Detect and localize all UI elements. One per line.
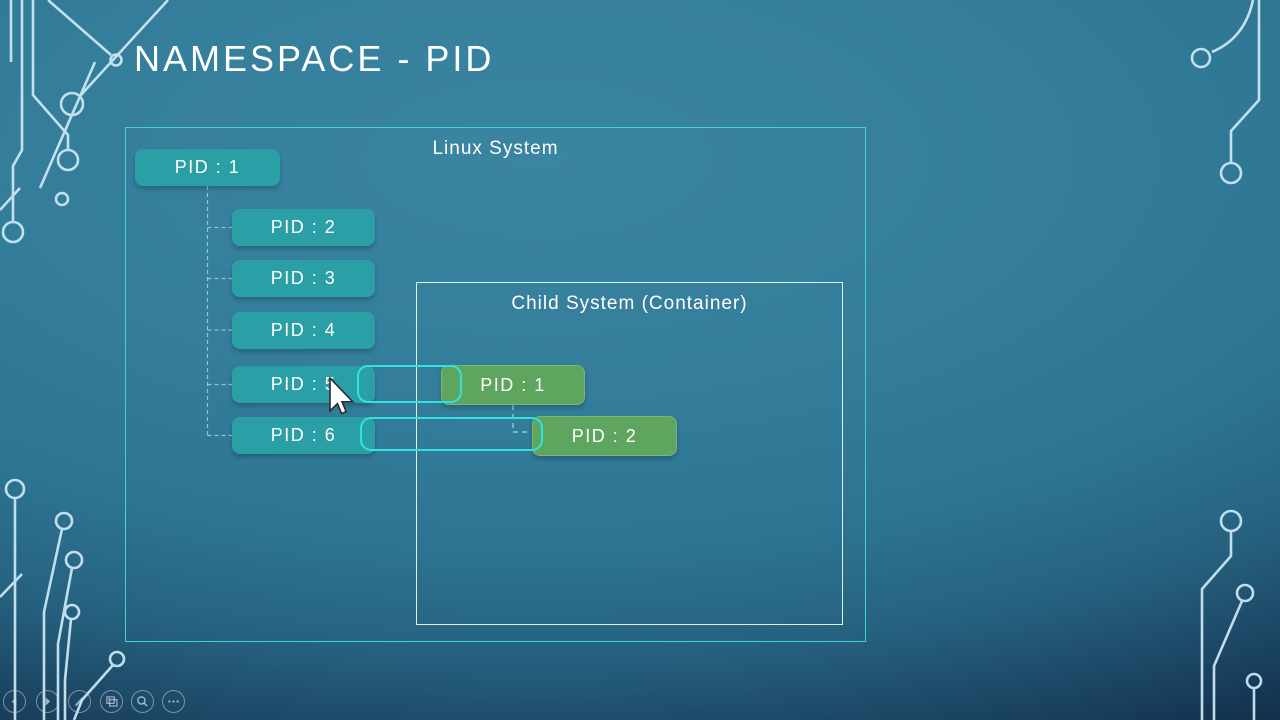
pen-icon bbox=[75, 697, 84, 707]
child-system-label: Child System (Container) bbox=[511, 293, 748, 314]
presenter-controls-bar bbox=[0, 690, 260, 720]
host-pid-3-box: PID : 3 bbox=[232, 260, 375, 297]
host-pid-4-box: PID : 4 bbox=[232, 312, 375, 349]
container-pid-2-label: PID : 2 bbox=[571, 425, 638, 446]
host-pid-5-label: PID : 5 bbox=[270, 374, 337, 394]
host-pid-4-label: PID : 4 bbox=[270, 320, 337, 340]
pen-tool-button[interactable] bbox=[68, 690, 91, 713]
host-pid-6-box: PID : 6 bbox=[232, 417, 375, 454]
circuit-decoration-right-top bbox=[1190, 0, 1261, 185]
circuit-decoration-right-bottom bbox=[1200, 509, 1263, 720]
next-arrow-icon bbox=[45, 697, 51, 706]
see-all-slides-button[interactable] bbox=[100, 690, 123, 713]
host-pid-6-label: PID : 6 bbox=[270, 425, 337, 445]
more-options-button[interactable] bbox=[162, 690, 185, 713]
circuit-decoration-left-bottom bbox=[0, 478, 126, 720]
more-options-icon bbox=[168, 700, 179, 703]
container-pid-1-box: PID : 1 bbox=[441, 365, 585, 405]
host-pid-1-label: PID : 1 bbox=[174, 157, 241, 177]
host-pid-5-box: PID : 5 bbox=[232, 366, 375, 403]
child-system-box bbox=[416, 282, 843, 625]
container-pid-1-label: PID : 1 bbox=[480, 374, 546, 395]
previous-slide-button[interactable] bbox=[3, 690, 26, 713]
next-slide-button[interactable] bbox=[36, 690, 59, 713]
linux-system-box bbox=[125, 127, 866, 642]
host-pid-3-label: PID : 3 bbox=[270, 268, 337, 288]
container-pid-2-box: PID : 2 bbox=[532, 416, 677, 456]
zoom-slide-button[interactable] bbox=[131, 690, 154, 713]
host-pid-1-box: PID : 1 bbox=[135, 149, 280, 186]
see-all-slides-icon bbox=[106, 696, 118, 707]
namespace-connector-pid5-to-pid1 bbox=[357, 365, 462, 403]
previous-arrow-icon bbox=[11, 697, 17, 706]
namespace-connector-pid6-to-pid2 bbox=[360, 417, 543, 451]
magnifier-icon bbox=[137, 696, 148, 707]
host-pid-2-label: PID : 2 bbox=[270, 217, 337, 237]
linux-system-label: Linux System bbox=[432, 138, 559, 159]
host-pid-2-box: PID : 2 bbox=[232, 209, 375, 246]
slide-title: NAMESPACE - PID bbox=[134, 38, 495, 79]
